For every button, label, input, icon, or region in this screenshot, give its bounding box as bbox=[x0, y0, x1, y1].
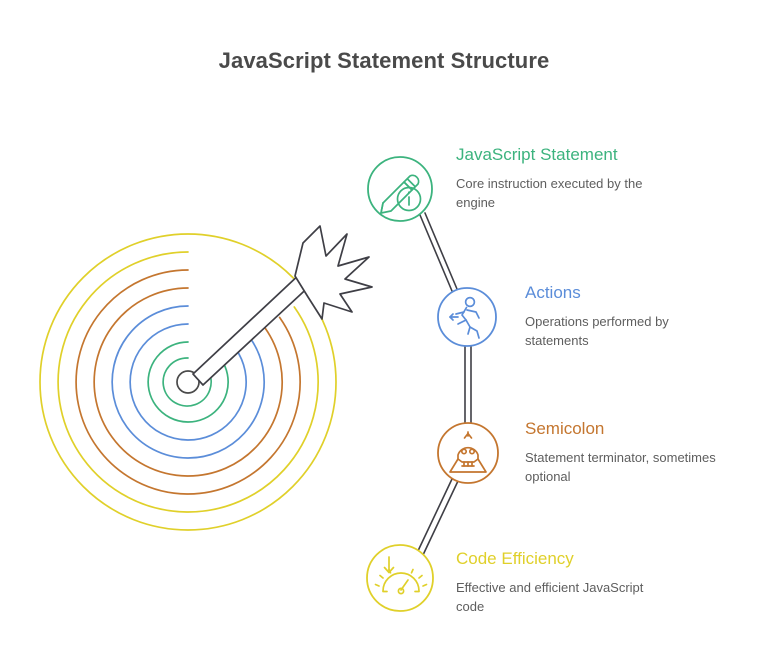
step-heading-actions: Actions bbox=[525, 283, 581, 302]
step-heading-code-efficiency: Code Efficiency bbox=[456, 549, 574, 568]
step-heading-semicolon: Semicolon bbox=[525, 419, 605, 438]
step-node-code-efficiency[interactable] bbox=[366, 544, 434, 612]
target-ring-yellow-inner bbox=[57, 251, 319, 513]
page-title: JavaScript Statement Structure bbox=[218, 48, 550, 73]
arrow-fletching bbox=[294, 225, 373, 320]
step-description-javascript-statement: Core instruction executed by the engine bbox=[456, 176, 643, 210]
running-person-icon bbox=[449, 296, 480, 339]
connector-1-2-line-a bbox=[419, 214, 453, 292]
target-ring-blue-outer bbox=[111, 305, 265, 459]
gauge-down-arrow-icon bbox=[374, 556, 428, 595]
connector-1-2-line-b bbox=[424, 212, 458, 290]
target-ring-green-inner bbox=[162, 357, 212, 407]
target-ring-green-outer bbox=[147, 341, 229, 423]
step-node-javascript-statement[interactable] bbox=[367, 156, 433, 222]
arrow-graphic bbox=[192, 225, 373, 386]
step-node-actions[interactable] bbox=[437, 287, 497, 347]
connector-3-4-line-a bbox=[416, 478, 453, 554]
target-ring-yellow-outer bbox=[39, 233, 337, 531]
step-text-actions: Actions Operations performed by statemen… bbox=[525, 282, 725, 350]
step-text-code-efficiency: Code Efficiency Effective and efficient … bbox=[456, 548, 656, 616]
connector-chain bbox=[416, 212, 472, 556]
target-ring-orange-inner bbox=[93, 287, 284, 477]
step-circle-javascript-statement[interactable] bbox=[367, 156, 433, 222]
step-description-actions: Operations performed by statements bbox=[525, 314, 669, 348]
connector-3-4-line-b bbox=[422, 480, 459, 556]
step-text-semicolon: Semicolon Statement terminator, sometime… bbox=[525, 418, 725, 486]
step-circle-actions[interactable] bbox=[437, 287, 497, 347]
skull-hazard-icon bbox=[449, 431, 487, 473]
step-heading-javascript-statement: JavaScript Statement bbox=[456, 145, 618, 164]
step-node-semicolon[interactable] bbox=[437, 422, 499, 484]
step-text-javascript-statement: JavaScript Statement Core instruction ex… bbox=[456, 144, 656, 212]
target-ring-orange-outer bbox=[75, 269, 301, 495]
step-circle-code-efficiency[interactable] bbox=[366, 544, 434, 612]
pencil-info-icon bbox=[380, 174, 422, 214]
dartboard-graphic bbox=[39, 233, 337, 531]
target-bullseye bbox=[176, 370, 200, 394]
step-description-semicolon: Statement terminator, sometimes optional bbox=[525, 450, 716, 484]
step-description-code-efficiency: Effective and efficient JavaScript code bbox=[456, 580, 644, 614]
target-ring-blue-inner bbox=[129, 323, 247, 441]
